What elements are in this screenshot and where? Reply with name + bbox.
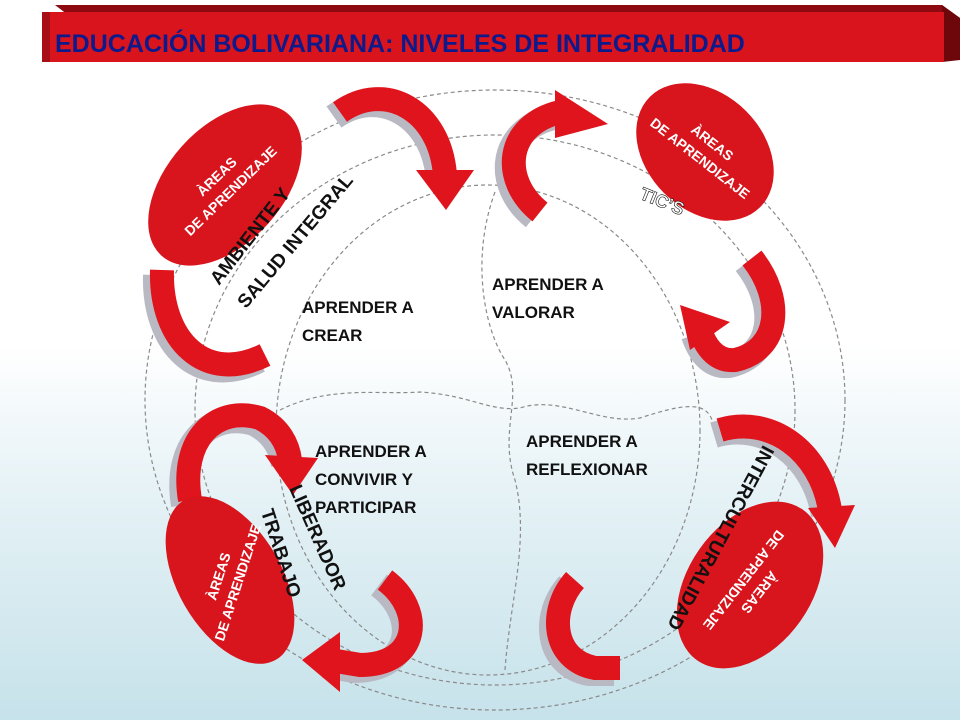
pillar-valorar: APRENDER A VALORAR [492, 275, 604, 322]
globe-middle-ring [194, 134, 796, 686]
pillar-reflexionar: APRENDER A REFLEXIONAR [526, 432, 648, 479]
arrow-left-upper [142, 269, 271, 383]
pillar-crear-line1: APRENDER A [302, 298, 414, 317]
arrow-bottom-right [539, 571, 620, 686]
pillar-crear: APRENDER A CREAR [302, 298, 414, 345]
pillar-valorar-line2: VALORAR [492, 303, 575, 322]
header-banner: EDUCACIÓN BOLIVARIANA: NIVELES DE INTEGR… [42, 5, 960, 62]
area-oval-top-left: ÀREAS DE APRENDIZAJE [148, 104, 302, 266]
pillar-valorar-line1: APRENDER A [492, 275, 604, 294]
globe-meridian [481, 191, 522, 671]
area-oval-bottom-right: ÀREAS DE APRENDIZAJE [676, 501, 824, 669]
arrow-right-lower [710, 414, 855, 548]
globe-equator [279, 391, 713, 421]
pillar-reflexionar-line2: REFLEXIONAR [526, 460, 648, 479]
area-oval-top-right: ÀREAS DE APRENDIZAJE [636, 83, 774, 221]
page-title: EDUCACIÓN BOLIVARIANA: NIVELES DE INTEGR… [55, 28, 745, 58]
arrow-bottom-left [302, 570, 423, 692]
arrow-left-lower [169, 403, 318, 508]
globe-inner-ring [275, 184, 701, 676]
arrow-top-left [326, 87, 474, 210]
pillar-reflexionar-line1: APRENDER A [526, 432, 638, 451]
globe-lines [144, 89, 846, 711]
pillar-crear-line2: CREAR [302, 326, 362, 345]
center-pillars: APRENDER A CREAR APRENDER A VALORAR APRE… [302, 275, 648, 517]
globe-outer-ring [144, 89, 846, 711]
area-oval-bottom-left: ÀREAS DE APRENDIZAJE [165, 496, 295, 664]
arrow-top-right [494, 90, 608, 228]
pillar-convivir-line2: CONVIVIR Y [315, 470, 414, 489]
arrow-right-upper [680, 250, 786, 379]
pillar-convivir-line1: APRENDER A [315, 442, 427, 461]
pillar-convivir-line3: PARTICIPAR [315, 498, 416, 517]
cycle-arrows [142, 87, 855, 692]
banner-face [42, 12, 944, 62]
banner-side-bevel [942, 5, 960, 62]
pillar-convivir: APRENDER A CONVIVIR Y PARTICIPAR [315, 442, 427, 517]
banner-left-edge [42, 12, 50, 62]
